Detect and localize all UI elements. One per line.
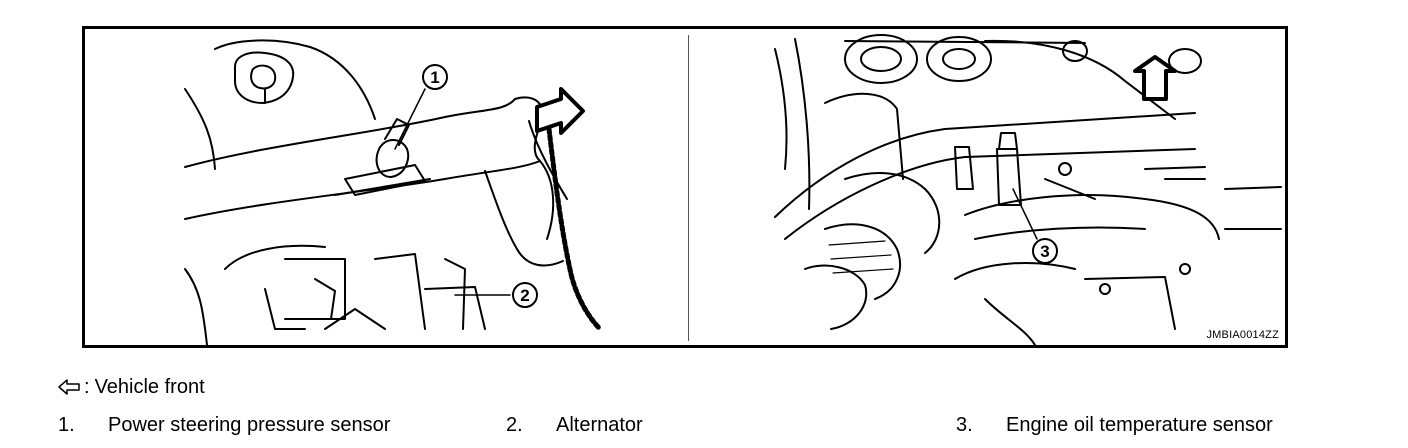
- part-number-2: 2.: [506, 414, 523, 436]
- part-number-1: 1.: [58, 414, 75, 436]
- part-name-3: Engine oil temperature sensor: [1006, 414, 1273, 436]
- outline-arrow-left-icon: [58, 379, 80, 395]
- engine-illustration: 1 2 3: [184, 34, 1282, 345]
- legend-text: Vehicle front: [94, 375, 205, 398]
- bolt-head-shape: [234, 51, 295, 104]
- legend-vehicle-front: : Vehicle front: [58, 374, 205, 400]
- panel-divider: [688, 35, 689, 341]
- legend-separator: :: [84, 375, 90, 398]
- callout-3: 3: [1040, 242, 1049, 261]
- part-name-1: Power steering pressure sensor: [108, 414, 391, 436]
- callout-2: 2: [520, 286, 529, 305]
- engine-illustration-frame: 1 2 3 JMBIA0014ZZ: [82, 26, 1288, 348]
- callout-1: 1: [430, 68, 439, 87]
- part-number-3: 3.: [956, 414, 973, 436]
- part-name-2: Alternator: [556, 414, 643, 436]
- figure-code: JMBIA0014ZZ: [1206, 329, 1279, 341]
